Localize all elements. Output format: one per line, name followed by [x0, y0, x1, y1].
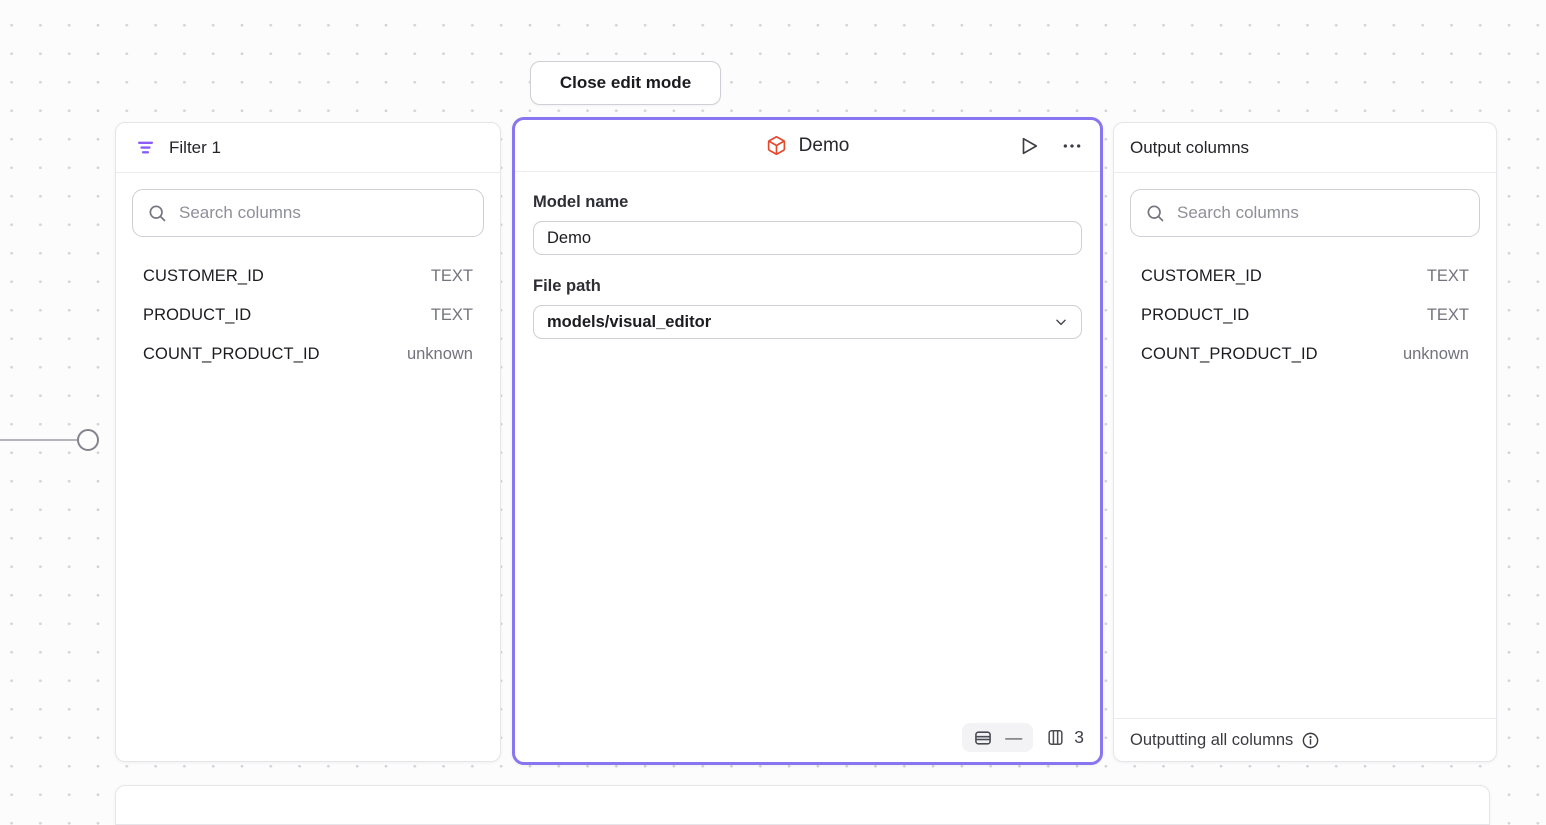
table-rows-icon	[973, 728, 993, 748]
filter-column-list: CUSTOMER_ID TEXT PRODUCT_ID TEXT COUNT_P…	[116, 253, 500, 374]
column-name: COUNT_PRODUCT_ID	[1141, 345, 1318, 363]
results-panel-peek[interactable]	[115, 785, 1490, 825]
search-icon	[1145, 203, 1165, 223]
model-panel-header: Demo	[515, 120, 1100, 172]
table-columns-icon	[1046, 728, 1065, 747]
chevron-down-icon	[1054, 315, 1068, 329]
model-panel-title: Demo	[798, 134, 850, 156]
column-row[interactable]: PRODUCT_ID TEXT	[132, 296, 484, 335]
column-type: TEXT	[430, 267, 473, 285]
filter-panel-title: Filter 1	[169, 137, 221, 157]
filter-icon	[136, 138, 155, 157]
model-name-input[interactable]	[533, 221, 1082, 255]
info-icon[interactable]	[1301, 731, 1320, 750]
model-node-panel[interactable]: Demo Model name File path models/visual_…	[512, 117, 1103, 765]
column-type: TEXT	[1426, 306, 1469, 324]
column-row[interactable]: CUSTOMER_ID TEXT	[1130, 257, 1480, 296]
output-footer: Outputting all columns	[1114, 718, 1496, 761]
edge-connector-handle[interactable]	[77, 429, 99, 451]
edge-connector-line	[0, 439, 79, 441]
file-path-select[interactable]: models/visual_editor	[533, 305, 1082, 339]
file-path-label: File path	[533, 277, 601, 295]
run-model-button[interactable]	[1016, 133, 1042, 159]
output-column-list: CUSTOMER_ID TEXT PRODUCT_ID TEXT COUNT_P…	[1114, 253, 1496, 374]
model-stats: — 3	[962, 723, 1084, 752]
output-columns-panel[interactable]: Output columns CUSTOMER_ID TEXT PRODUCT_…	[1113, 122, 1497, 762]
filter-search-input[interactable]	[179, 203, 469, 223]
model-name-label: Model name	[533, 193, 629, 211]
column-type: TEXT	[430, 306, 473, 324]
output-search-input[interactable]	[1177, 203, 1465, 223]
column-row[interactable]: CUSTOMER_ID TEXT	[132, 257, 484, 296]
column-type: TEXT	[1426, 267, 1469, 285]
column-count-group[interactable]: 3	[1046, 727, 1084, 748]
column-row[interactable]: PRODUCT_ID TEXT	[1130, 296, 1480, 335]
column-name: COUNT_PRODUCT_ID	[143, 345, 320, 363]
output-panel-title: Output columns	[1130, 137, 1250, 157]
column-name: CUSTOMER_ID	[1141, 267, 1262, 285]
column-type: unknown	[1402, 345, 1469, 363]
column-type: unknown	[406, 345, 473, 363]
row-count-pill[interactable]: —	[962, 723, 1034, 752]
output-search-box[interactable]	[1130, 189, 1480, 237]
more-options-button[interactable]	[1060, 134, 1084, 158]
filter-panel-header: Filter 1	[116, 123, 500, 173]
column-name: PRODUCT_ID	[143, 306, 252, 324]
search-icon	[147, 203, 167, 223]
close-edit-mode-button[interactable]: Close edit mode	[530, 61, 721, 105]
column-row[interactable]: COUNT_PRODUCT_ID unknown	[132, 335, 484, 374]
column-name: CUSTOMER_ID	[143, 267, 264, 285]
column-name: PRODUCT_ID	[1141, 306, 1250, 324]
row-count-value: —	[1005, 728, 1023, 747]
file-path-value: models/visual_editor	[547, 312, 712, 331]
column-count-value: 3	[1074, 727, 1084, 747]
output-panel-header: Output columns	[1114, 123, 1496, 173]
filter-node-panel[interactable]: Filter 1 CUSTOMER_ID TEXT PRODUCT_ID TEX…	[115, 122, 501, 762]
cube-icon	[766, 135, 787, 156]
filter-search-box[interactable]	[132, 189, 484, 237]
column-row[interactable]: COUNT_PRODUCT_ID unknown	[1130, 335, 1480, 374]
output-footer-text: Outputting all columns	[1130, 730, 1294, 749]
